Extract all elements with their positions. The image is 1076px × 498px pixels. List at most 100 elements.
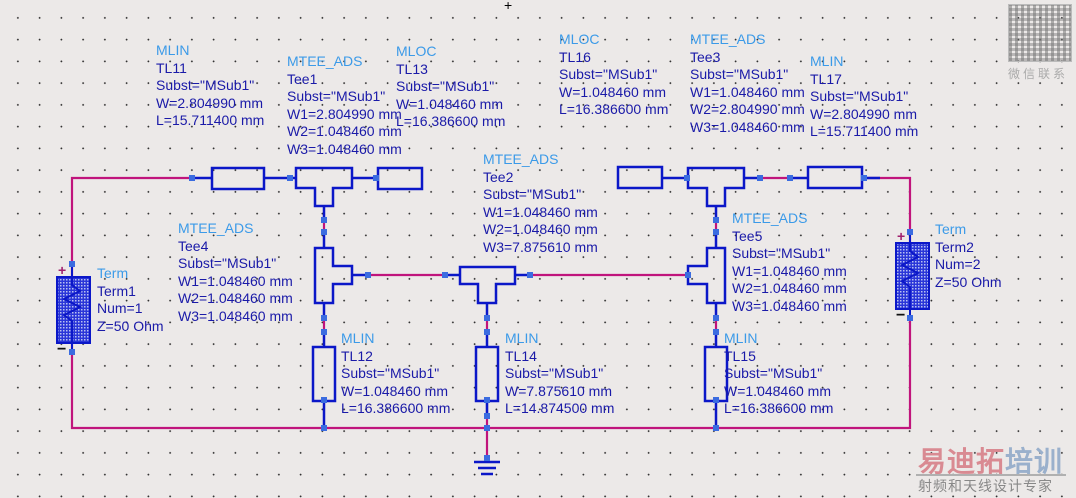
tee3-name: Tee3	[690, 48, 721, 65]
tl13-length: L=16.386600 mm	[396, 113, 506, 129]
tee2-w3: W3=7.875610 mm	[483, 238, 598, 255]
tee4-w1: W1=1.048460 mm	[178, 272, 293, 289]
tee4-w3: W3=1.048460 mm	[178, 307, 293, 324]
tl11-subst: Subst="MSub1"	[156, 77, 255, 93]
tee2-subst: Subst="MSub1"	[483, 186, 582, 202]
tee5-name: Tee5	[732, 227, 763, 244]
tl14-name: TL14	[505, 347, 537, 364]
tee1-name: Tee1	[287, 70, 318, 87]
tl11-name: TL11	[156, 59, 187, 76]
term1-minus: −	[57, 341, 66, 358]
tee1-w2: W2=1.048460 mm	[287, 123, 402, 139]
tl14-label[interactable]: MLIN TL14 Subst="MSub1" W=7.875610 mm L=…	[505, 330, 614, 418]
brand-watermark: 易迪拓培训	[918, 440, 1063, 480]
tl15-label[interactable]: MLIN TL15 Subst="MSub1" W=1.048460 mm L=…	[724, 330, 833, 418]
tl14-type: MLIN	[505, 330, 539, 346]
tl15-type: MLIN	[724, 330, 758, 346]
tee2-symbol[interactable]	[445, 265, 530, 318]
tl15-name: TL15	[724, 347, 756, 364]
tee5-symbol[interactable]	[686, 232, 727, 318]
tee3-type: MTEE_ADS	[690, 31, 766, 47]
tl12-label[interactable]: MLIN TL12 Subst="MSub1" W=1.048460 mm L=…	[341, 330, 450, 418]
tl13-subst: Subst="MSub1"	[396, 78, 495, 94]
term1-symbol[interactable]	[56, 264, 91, 352]
tl16-width: W=1.048460 mm	[559, 83, 666, 100]
tl11-symbol[interactable]	[192, 166, 290, 191]
tl12-length: L=16.386600 mm	[341, 400, 451, 416]
term1-plus: +	[58, 262, 66, 278]
tee4-w2: W2=1.048460 mm	[178, 290, 293, 306]
tl13-symbol[interactable]	[376, 166, 424, 191]
pins	[69, 175, 913, 461]
tl17-width: W=2.804990 mm	[810, 105, 917, 122]
brand-name-b: 培训	[1005, 445, 1064, 478]
tl16-symbol[interactable]	[616, 165, 664, 190]
tl13-label[interactable]: MLOC TL13 Subst="MSub1" W=1.048460 mm L=…	[396, 43, 505, 131]
wire-left-top[interactable]	[70, 176, 192, 290]
tee5-label[interactable]: MTEE_ADS Tee5 Subst="MSub1" W1=1.048460 …	[732, 210, 847, 315]
tee1-symbol[interactable]	[290, 166, 376, 220]
tee1-label[interactable]: MTEE_ADS Tee1 Subst="MSub1" W1=2.804990 …	[287, 53, 402, 158]
tee5-w3: W3=1.048460 mm	[732, 297, 847, 314]
tee5-w1: W1=1.048460 mm	[732, 262, 847, 279]
tee5-w2: W2=1.048460 mm	[732, 280, 847, 296]
brand-name-a: 易迪拓	[918, 445, 1006, 478]
tl13-name: TL13	[396, 60, 428, 77]
tl14-subst: Subst="MSub1"	[505, 365, 604, 381]
tee2-name: Tee2	[483, 168, 514, 185]
term2-symbol[interactable]	[895, 232, 930, 318]
tl15-width: W=1.048460 mm	[724, 382, 831, 399]
tl14-symbol[interactable]	[474, 332, 500, 418]
tee1-subst: Subst="MSub1"	[287, 88, 386, 104]
qr-code-image	[1008, 4, 1072, 62]
term2-label[interactable]: Term Term2 Num=2 Z=50 Ohm	[935, 221, 1002, 291]
term2-type: Term	[935, 221, 967, 237]
term2-impedance: Z=50 Ohm	[935, 273, 1002, 290]
tee2-w2: W2=1.048460 mm	[483, 221, 598, 237]
tl14-length: L=14.874500 mm	[505, 400, 615, 416]
tee4-symbol[interactable]	[313, 232, 368, 318]
tl11-type: MLIN	[156, 42, 190, 58]
tl17-name: TL17	[810, 70, 842, 87]
tee2-type: MTEE_ADS	[483, 151, 559, 167]
brand-tagline: 射频和天线设计专家	[918, 479, 1053, 495]
tl12-symbol[interactable]	[311, 332, 337, 428]
term1-label[interactable]: Term Term1 Num=1 Z=50 Ohm	[97, 265, 164, 335]
brand-divider	[916, 474, 1066, 476]
term2-num: Num=2	[935, 256, 981, 272]
term2-minus: −	[896, 307, 905, 324]
tl12-subst: Subst="MSub1"	[341, 365, 440, 381]
tl15-subst: Subst="MSub1"	[724, 365, 823, 381]
tee5-type: MTEE_ADS	[732, 210, 808, 226]
tl12-type: MLIN	[341, 330, 375, 346]
tl11-width: W=2.804990 mm	[156, 94, 263, 111]
wire-left-bottom[interactable]	[70, 319, 912, 430]
tl11-label[interactable]: MLIN TL11 Subst="MSub1" W=2.804990 mm L=…	[156, 42, 264, 130]
tee3-w3: W3=1.048460 mm	[690, 118, 805, 135]
tee4-name: Tee4	[178, 237, 209, 254]
tee2-label[interactable]: MTEE_ADS Tee2 Subst="MSub1" W1=1.048460 …	[483, 151, 598, 256]
tee3-subst: Subst="MSub1"	[690, 66, 789, 82]
tl13-type: MLOC	[396, 43, 437, 59]
tl15-length: L=16.386600 mm	[724, 400, 834, 416]
term1-name: Term1	[97, 282, 136, 299]
crosshair-cursor: +	[504, 0, 513, 13]
tl17-label[interactable]: MLIN TL17 Subst="MSub1" W=2.804990 mm L=…	[810, 53, 918, 141]
tl14-width: W=7.875610 mm	[505, 382, 612, 399]
tee3-w1: W1=1.048460 mm	[690, 83, 805, 100]
tee4-type: MTEE_ADS	[178, 220, 254, 236]
tl17-subst: Subst="MSub1"	[810, 88, 909, 104]
tl12-name: TL12	[341, 347, 373, 364]
tee3-w2: W2=2.804990 mm	[690, 101, 805, 117]
term1-impedance: Z=50 Ohm	[97, 317, 164, 334]
tl16-length: L=16.386600 mm	[559, 101, 669, 117]
term1-type: Term	[97, 265, 129, 281]
tee4-label[interactable]: MTEE_ADS Tee4 Subst="MSub1" W1=1.048460 …	[178, 220, 293, 325]
tee1-w3: W3=1.048460 mm	[287, 140, 402, 157]
tl17-length: L=15.711400 mm	[810, 123, 919, 139]
tl16-label[interactable]: MLOC TL16 Subst="MSub1" W=1.048460 mm L=…	[559, 31, 668, 119]
tee3-label[interactable]: MTEE_ADS Tee3 Subst="MSub1" W1=1.048460 …	[690, 31, 805, 136]
tl12-width: W=1.048460 mm	[341, 382, 448, 399]
qr-caption: 微信联系	[1008, 67, 1069, 81]
